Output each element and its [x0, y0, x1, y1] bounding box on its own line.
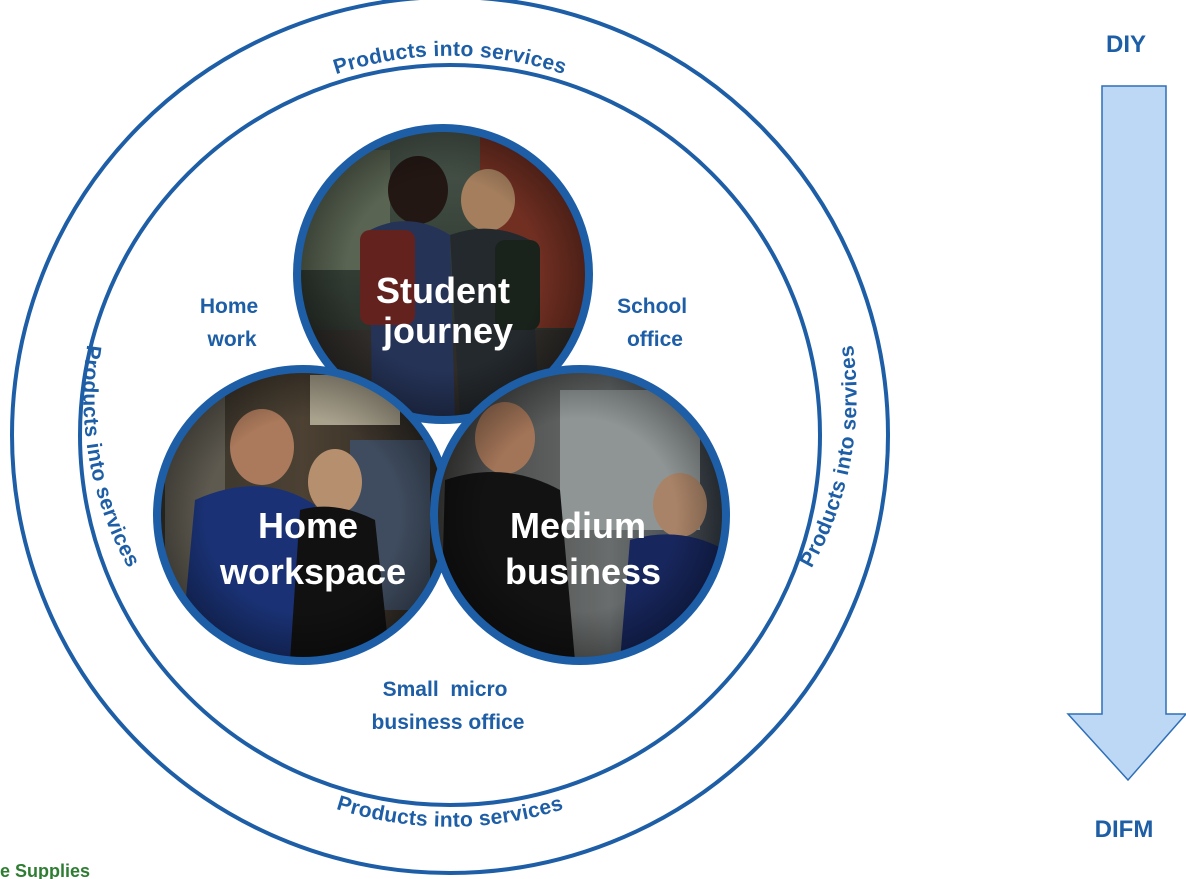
- medium-business-title: Medium business: [505, 505, 661, 592]
- student-journey-title: Student journey: [376, 270, 520, 351]
- footer-partial-text: e Supplies: [0, 861, 90, 879]
- home-workspace-circle: [153, 365, 453, 665]
- store-staff-with-customer-photo: [157, 369, 449, 661]
- difm-label: DIFM: [1095, 816, 1154, 843]
- small-micro-business-office-label: Small micro business office: [372, 678, 525, 734]
- school-office-label: School office: [617, 295, 693, 351]
- diy-label: DIY: [1106, 31, 1146, 58]
- home-work-label: Home work: [200, 295, 264, 351]
- arrow-down-icon: [1066, 85, 1186, 782]
- medium-business-circle: [430, 365, 730, 665]
- business-handshake-photo: [434, 369, 726, 661]
- home-workspace-title: Home workspace: [219, 505, 406, 592]
